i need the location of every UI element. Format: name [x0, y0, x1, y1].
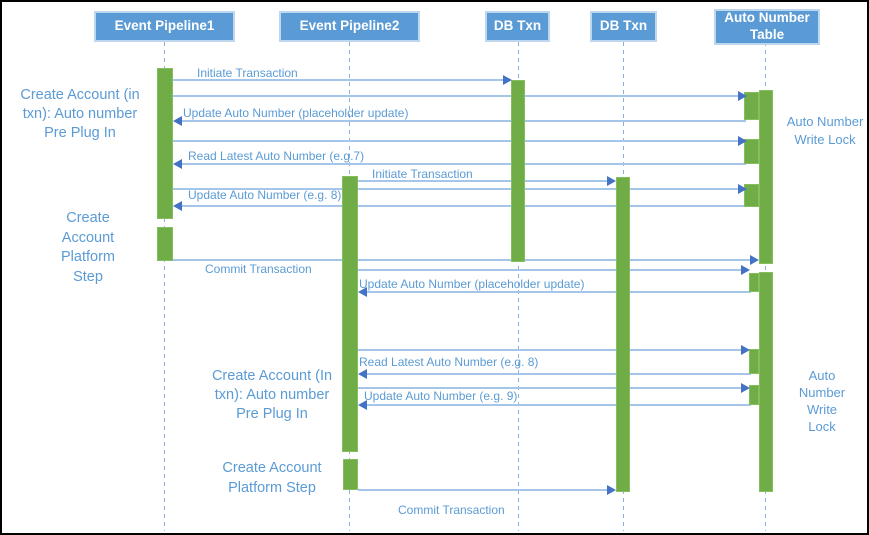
- activation-ep2-platform-step: [343, 459, 358, 490]
- message-label-m5: Read Latest Auto Number (e.g.7): [188, 149, 365, 163]
- message-label-m1: Initiate Transaction: [197, 66, 298, 80]
- arrow-head-m1: [503, 75, 512, 85]
- write-lock-label-1-line-2: Write Lock: [794, 132, 856, 147]
- arrow-head-m16: [607, 485, 616, 495]
- message-label-m8: Update Auto Number (e.g. 8): [188, 188, 342, 202]
- message-line-m5: [182, 163, 746, 165]
- participant-label-event-pipeline2: Event Pipeline2: [299, 18, 400, 34]
- write-lock-label-2-line-2: Number: [798, 385, 846, 400]
- activation-ep1-txn: [157, 68, 173, 219]
- participant-label-db-txn-1: DB Txn: [493, 18, 542, 34]
- message-line-m6: [358, 180, 607, 182]
- message-line-m2: [173, 95, 738, 97]
- message-line-m9: [173, 259, 750, 261]
- participant-db-txn-2: DB Txn: [590, 11, 657, 42]
- participant-auto-number-table: Auto Number Table: [714, 9, 820, 45]
- activation-write-lock-1a: [744, 92, 759, 120]
- participant-event-pipeline2: Event Pipeline2: [279, 11, 420, 42]
- arrow-head-m13: [358, 369, 367, 379]
- message-line-m16: [358, 489, 607, 491]
- message-label-m9: Commit Transaction: [205, 262, 312, 276]
- activation-db-txn1-activation: [511, 80, 525, 262]
- participant-label-db-txn-2: DB Txn: [599, 18, 648, 34]
- write-lock-label-2-line-3: Write: [806, 402, 838, 417]
- ep2-pre-plugin-label-line-1: Create Account (In: [211, 368, 333, 384]
- ep2-platform-step-label-line-1: Create Account: [222, 460, 322, 476]
- message-label-m11: Update Auto Number (placeholder update): [359, 277, 585, 291]
- message-line-m8: [182, 205, 746, 207]
- ep1-platform-step-label-line-2: Account: [61, 229, 115, 246]
- message-line-m4: [173, 140, 738, 142]
- message-line-m13: [367, 373, 751, 375]
- message-line-m11: [367, 291, 751, 293]
- message-line-m15: [367, 404, 751, 406]
- message-label-m3: Update Auto Number (placeholder update): [183, 106, 409, 120]
- ep2-pre-plugin-label-line-3: Pre Plug In: [236, 406, 308, 422]
- participant-event-pipeline1: Event Pipeline1: [94, 11, 235, 42]
- arrow-head-m2: [738, 91, 747, 101]
- activation-write-lock-2b: [749, 349, 759, 374]
- arrow-head-m11: [358, 287, 367, 297]
- ep1-pre-plugin-label-line-1: Create Account (in: [20, 87, 140, 103]
- message-line-m1: [173, 79, 503, 81]
- lifeline-event-pipeline1: [164, 42, 165, 531]
- message-line-m3: [182, 120, 746, 122]
- activation-auto-number-table-activation-1: [759, 90, 773, 264]
- ep2-pre-plugin-label-line-2: txn): Auto number: [214, 387, 330, 403]
- message-line-m7: [173, 188, 738, 190]
- ep1-pre-plugin-label-line-3: Pre Plug In: [44, 125, 116, 141]
- ep1-platform-step-label-line-3: Platform: [61, 249, 115, 265]
- arrow-head-m4: [738, 136, 747, 146]
- arrow-head-m10: [741, 265, 750, 275]
- message-label-m6: Initiate Transaction: [372, 167, 473, 181]
- arrow-head-m8: [173, 201, 182, 211]
- activation-ep1-platform-step: [157, 227, 173, 261]
- ep2-platform-step-label-line-2: Platform Step: [228, 479, 316, 496]
- write-lock-label-1-line-1: Auto Number: [786, 114, 864, 129]
- arrow-head-m15: [358, 400, 367, 410]
- message-line-m12: [358, 349, 741, 351]
- message-line-m10: [358, 269, 741, 271]
- activation-ep2-txn: [342, 176, 358, 452]
- arrow-head-m3: [173, 116, 182, 126]
- message-label-m16: Commit Transaction: [398, 503, 505, 517]
- lifeline-db-txn-1: [518, 42, 519, 531]
- message-line-m14: [358, 387, 741, 389]
- write-lock-label-2-line-4: Lock: [808, 419, 836, 434]
- participant-label-auto-number-table: Auto Number Table: [724, 10, 810, 42]
- ep1-pre-plugin-label-line-2: txn): Auto number: [22, 106, 138, 122]
- message-label-m13: Read Latest Auto Number (e.g. 8): [359, 355, 539, 369]
- activation-write-lock-1b: [744, 139, 759, 164]
- ep1-platform-step-label-line-1: Create: [66, 210, 110, 226]
- activation-auto-number-table-activation-2: [759, 272, 773, 492]
- participant-db-txn-1: DB Txn: [485, 11, 550, 42]
- ep1-platform-step-label-line-4: Step: [73, 268, 103, 285]
- write-lock-label-2-line-1: Auto: [808, 368, 836, 383]
- activation-write-lock-1c: [744, 184, 759, 207]
- activation-write-lock-2c: [749, 385, 759, 405]
- participant-label-event-pipeline1: Event Pipeline1: [114, 18, 215, 34]
- arrow-head-m12: [741, 345, 750, 355]
- arrow-head-m6: [607, 176, 616, 186]
- activation-write-lock-2a: [749, 273, 759, 292]
- activation-db-txn2-activation: [616, 177, 630, 492]
- arrow-head-m14: [741, 383, 750, 393]
- arrow-head-m5: [173, 159, 182, 169]
- arrow-head-m7: [738, 184, 747, 194]
- message-label-m15: Update Auto Number (e.g. 9): [364, 389, 518, 403]
- arrow-head-m9: [750, 255, 759, 265]
